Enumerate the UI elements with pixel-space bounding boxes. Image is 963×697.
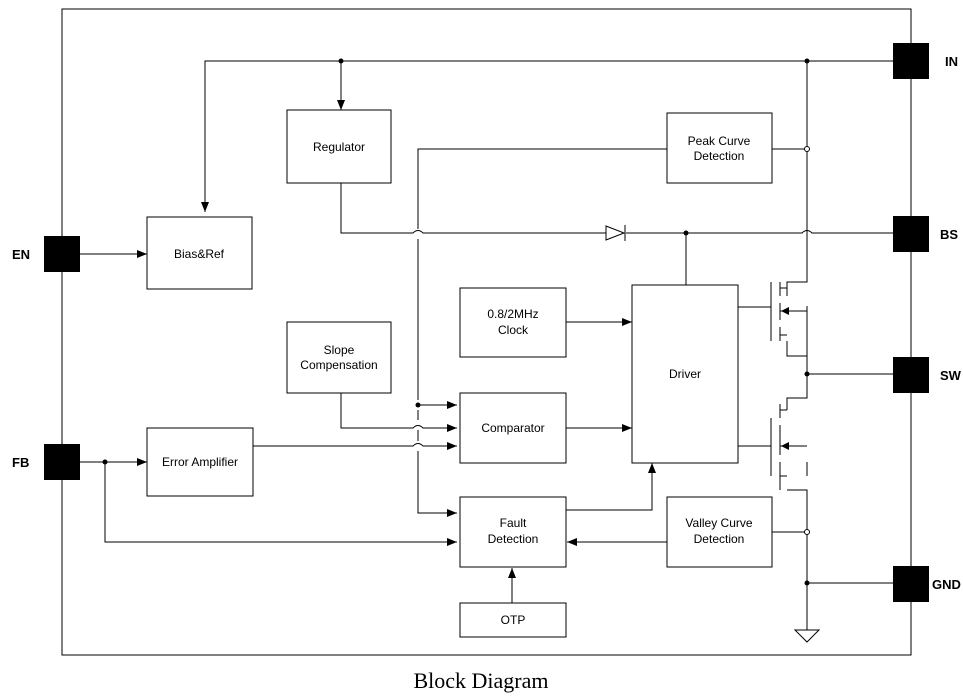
- peak-curve-label-line2: Detection: [694, 149, 745, 163]
- fault-label-line2: Detection: [488, 532, 539, 546]
- clock-label-line1: 0.8/2MHz: [487, 307, 538, 321]
- pin-en-label: EN: [12, 247, 30, 262]
- pin-sw: SW: [893, 357, 962, 393]
- clock-block: 0.8/2MHz Clock: [459, 287, 567, 358]
- pin-fb: FB: [12, 444, 80, 480]
- valley-curve-label-line1: Valley Curve: [685, 516, 752, 530]
- ground-icon: [793, 629, 821, 643]
- high-side-mosfet-icon: [770, 282, 807, 341]
- bias-ref-block: Bias&Ref: [146, 216, 253, 290]
- slope-comp-label-line2: Compensation: [300, 358, 377, 372]
- valley-curve-detection-block: Valley Curve Detection: [666, 496, 773, 568]
- bootstrap-diode-icon: [605, 225, 626, 241]
- junction-dots: [102, 58, 810, 586]
- error-amp-label: Error Amplifier: [162, 455, 238, 469]
- low-side-mosfet-icon: [770, 404, 807, 490]
- driver-label: Driver: [669, 367, 701, 381]
- fault-detection-block: Fault Detection: [459, 496, 567, 568]
- peak-curve-label-line1: Peak Curve: [688, 134, 751, 148]
- pin-sw-label: SW: [940, 368, 962, 383]
- regulator-block: Regulator: [286, 109, 392, 184]
- diagram-caption: Block Diagram: [413, 668, 548, 693]
- peak-curve-detection-block: Peak Curve Detection: [666, 112, 773, 184]
- error-amplifier-block: Error Amplifier: [146, 427, 254, 497]
- regulator-label: Regulator: [313, 140, 365, 154]
- comparator-label: Comparator: [481, 421, 544, 435]
- otp-label: OTP: [501, 613, 526, 627]
- driver-block: Driver: [631, 284, 739, 464]
- otp-block: OTP: [459, 602, 567, 638]
- clock-label-line2: Clock: [498, 323, 529, 337]
- pin-bs-label: BS: [940, 227, 958, 242]
- pin-gnd: GND: [893, 566, 961, 602]
- bias-ref-label: Bias&Ref: [174, 247, 225, 261]
- pin-in-label: IN: [945, 54, 958, 69]
- chip-outline: [61, 8, 912, 656]
- wires: [79, 60, 893, 630]
- comparator-block: Comparator: [459, 392, 567, 464]
- fault-label-line1: Fault: [500, 516, 527, 530]
- pin-fb-label: FB: [12, 455, 29, 470]
- valley-curve-label-line2: Detection: [694, 532, 745, 546]
- pin-gnd-label: GND: [932, 577, 961, 592]
- slope-comp-label-line1: Slope: [324, 343, 355, 357]
- pin-bs: BS: [893, 216, 958, 252]
- slope-compensation-block: Slope Compensation: [286, 321, 392, 394]
- pin-en: EN: [12, 236, 80, 272]
- pin-in: IN: [893, 43, 958, 79]
